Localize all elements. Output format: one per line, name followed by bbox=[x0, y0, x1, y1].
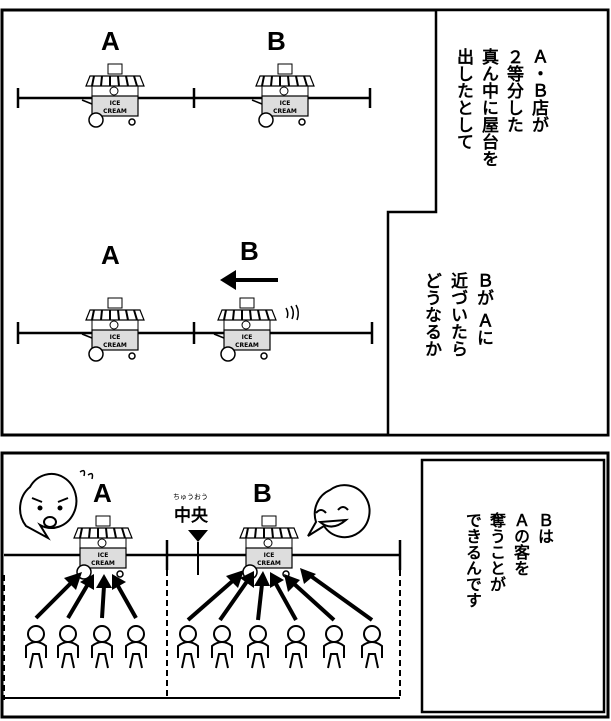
narration-line: Ｂは bbox=[535, 512, 554, 544]
unhappy-face-bubble-icon bbox=[19, 469, 94, 541]
narration-line: 奪うことが bbox=[487, 512, 506, 592]
svg-text:ICE: ICE bbox=[280, 100, 291, 107]
store-a-label-3: A bbox=[93, 478, 112, 508]
center-label: 中央 bbox=[174, 506, 208, 526]
cart-text: ICE bbox=[110, 100, 121, 107]
ice-cream-cart-b2: ICE CREAM bbox=[213, 297, 277, 362]
narration-text-2: Ｂが Ａに 近づいたら どうなるか bbox=[418, 272, 496, 402]
customer-figures bbox=[25, 625, 383, 669]
narration-line: Ｂが Ａに bbox=[473, 272, 493, 346]
top-panel: ICE CREAM ICE CREAM ICE CREAM bbox=[0, 8, 610, 437]
customer-arrows-a bbox=[34, 572, 138, 620]
ice-cream-cart-a1: ICE CREAM bbox=[81, 63, 145, 128]
svg-text:CREAM: CREAM bbox=[257, 560, 281, 567]
narration-line: 近づいたら bbox=[447, 272, 467, 357]
svg-text:CREAM: CREAM bbox=[103, 342, 127, 349]
store-b-label-1: B bbox=[267, 26, 286, 56]
ice-cream-cart-b1: ICE CREAM bbox=[251, 63, 315, 128]
narration-line: どうなるか bbox=[421, 272, 441, 357]
svg-text:ICE: ICE bbox=[110, 334, 121, 341]
svg-text:CREAM: CREAM bbox=[91, 560, 115, 567]
narration-line: 真ん中に屋台を bbox=[478, 48, 498, 167]
narration-line: Ａ・Ｂ店が bbox=[528, 48, 548, 133]
store-b-label-2: B bbox=[240, 236, 259, 266]
customer-arrows-b bbox=[186, 568, 374, 622]
narration-text-3: Ｂは Ａの客を 奪うことが できるんです bbox=[460, 512, 556, 662]
store-b-label-3: B bbox=[253, 478, 272, 508]
center-ruby: ちゅうおう bbox=[173, 493, 208, 501]
svg-text:ICE: ICE bbox=[98, 552, 109, 559]
narration-line: できるんです bbox=[463, 512, 482, 608]
narration-line: Ａの客を bbox=[511, 512, 530, 576]
ice-cream-cart-b3: ICE CREAM bbox=[239, 515, 299, 580]
bottom-panel-border bbox=[0, 451, 610, 719]
svg-text:ICE: ICE bbox=[264, 552, 275, 559]
narration-line: ２等分した bbox=[503, 48, 523, 133]
store-a-label-2: A bbox=[101, 240, 120, 270]
left-arrow-icon bbox=[220, 270, 278, 290]
narration-text-1: Ａ・Ｂ店が ２等分した 真ん中に屋台を 出したとして bbox=[450, 48, 550, 208]
ice-cream-cart-a3: ICE CREAM bbox=[73, 515, 133, 580]
narration-box-3 bbox=[420, 458, 606, 714]
narration-line: 出したとして bbox=[453, 48, 473, 150]
svg-text:CREAM: CREAM bbox=[103, 108, 127, 115]
motion-lines-icon bbox=[285, 304, 300, 321]
ice-cream-cart-a2: ICE CREAM bbox=[81, 297, 145, 362]
bottom-panel: ICE CREAM ICE CREAM bbox=[0, 451, 610, 719]
store-a-label-1: A bbox=[101, 26, 120, 56]
center-marker-icon bbox=[188, 530, 208, 575]
happy-face-bubble-icon bbox=[307, 484, 371, 539]
svg-text:ICE: ICE bbox=[242, 334, 253, 341]
narration-box-outline bbox=[386, 8, 610, 437]
svg-text:CREAM: CREAM bbox=[273, 108, 297, 115]
svg-text:CREAM: CREAM bbox=[235, 342, 259, 349]
